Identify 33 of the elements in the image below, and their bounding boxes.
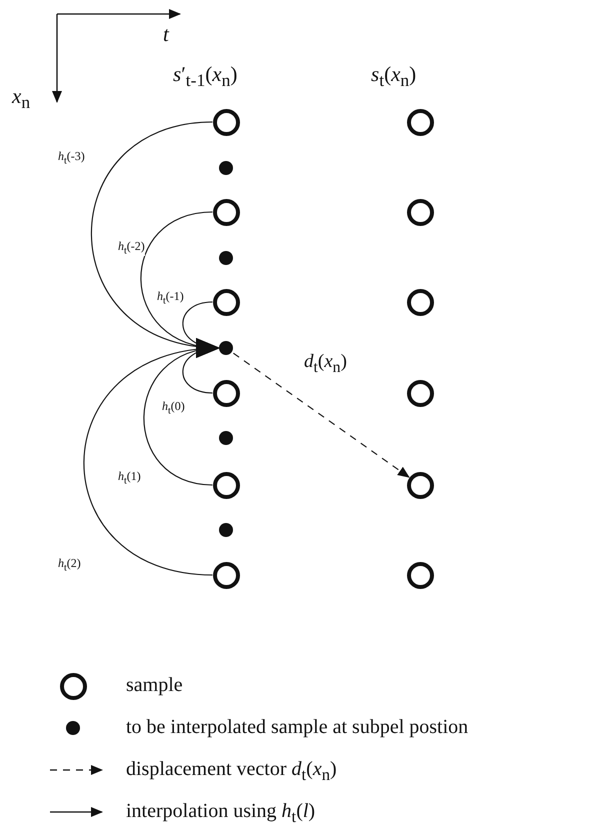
sample-circle (212, 562, 240, 588)
subpel-dot (219, 523, 233, 537)
sample-circle (212, 288, 240, 316)
sample-circle (212, 472, 240, 498)
column-header: s′$_{t-1}$(x$_{n}$) (173, 64, 238, 90)
sample-circle (406, 380, 434, 406)
legend-text: displacement vector d$_{t}$(x$_{n}$) (126, 759, 337, 784)
sample-circle (212, 380, 240, 406)
edge-label: h$_{t}$(1) (118, 470, 141, 486)
edge-label: h$_{t}$(-3) (58, 150, 85, 166)
sample-circle (406, 288, 434, 316)
displacement-arrow (233, 352, 410, 478)
legend-text: sample (126, 675, 183, 695)
sample-circle (406, 562, 434, 588)
sample-circle (212, 198, 240, 226)
axis-label: x$_{n}$ (12, 86, 30, 112)
legend-text: interpolation using h$_{t}$(l) (126, 801, 316, 826)
subpel-dot (219, 341, 233, 355)
subpel-dot (219, 161, 233, 175)
sample-circle (406, 198, 434, 226)
edge-label: h$_{t}$(0) (162, 400, 185, 416)
sample-circle (212, 108, 240, 136)
edge-label: h$_{t}$(2) (58, 557, 81, 574)
subpel-dot (219, 431, 233, 445)
interpolation-arrow (83, 340, 220, 576)
axis-label: t (163, 24, 169, 45)
sample-circle (406, 108, 434, 136)
column-header: s$_{t}$(x$_{n}$) (371, 64, 416, 90)
edge-label: h$_{t}$(-2) (118, 240, 145, 256)
sample-circle (406, 472, 434, 498)
edge-label: h$_{t}$(-1) (157, 290, 184, 306)
legend-text: to be interpolated sample at subpel postion (126, 717, 468, 737)
subpel-dot (219, 251, 233, 265)
